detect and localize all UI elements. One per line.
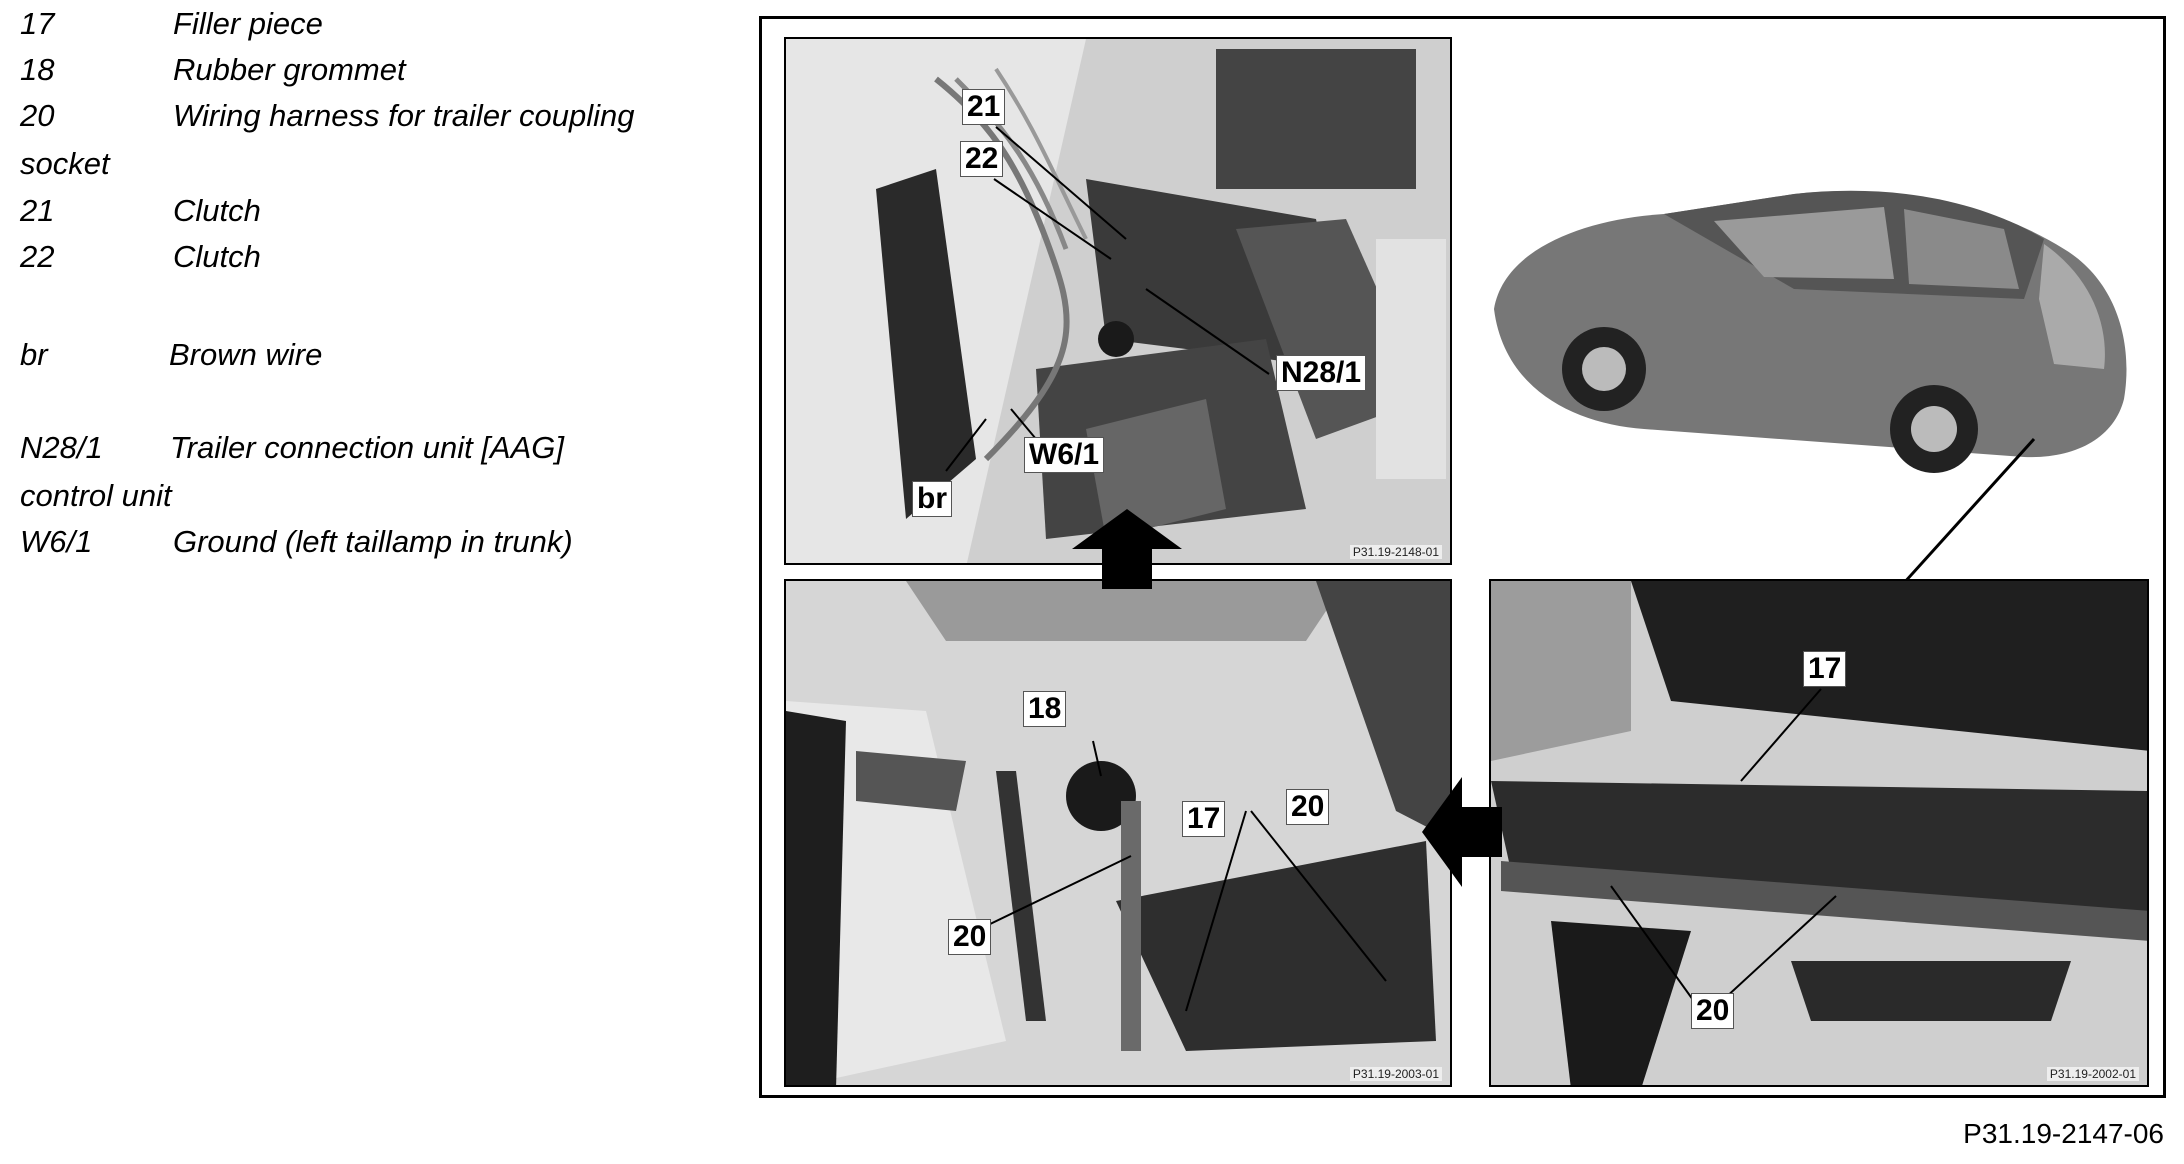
callout-20: 20 [1286, 789, 1330, 825]
callout-br: br [912, 481, 952, 517]
trunk-photo [1491, 581, 2147, 1085]
arrow-up-icon [1072, 509, 1182, 589]
panel-reference: P31.19-2002-01 [2046, 1067, 2139, 1081]
callout-21: 21 [962, 89, 1006, 125]
callout-18: 18 [1023, 691, 1067, 727]
callout-20: 20 [1691, 993, 1735, 1029]
vehicle-illustration [1494, 190, 2127, 596]
callout-n28-1: N28/1 [1276, 355, 1367, 391]
callout-17: 17 [1803, 651, 1847, 687]
photo-panel-rear-left: 18 17 20 20 P31.19-2003-01 [784, 579, 1452, 1087]
photo-panel-trunk: 17 20 P31.19-2002-01 [1489, 579, 2149, 1087]
photo-panel-control-unit: 21 22 N28/1 W6/1 br P31.19-2148-01 [784, 37, 1452, 565]
panel-reference: P31.19-2003-01 [1349, 1067, 1442, 1081]
figure-number: P31.19-2147-06 [1963, 1118, 2164, 1149]
figure-frame: 21 22 N28/1 W6/1 br P31.19-2148-01 [759, 16, 2166, 1098]
callout-22: 22 [960, 141, 1004, 177]
callout-20: 20 [948, 919, 992, 955]
panel-reference: P31.19-2148-01 [1349, 545, 1442, 559]
callout-w6-1: W6/1 [1024, 437, 1105, 473]
callout-17: 17 [1182, 801, 1226, 837]
control-unit-photo [786, 39, 1450, 563]
arrow-left-icon [1422, 777, 1502, 887]
rear-left-photo [786, 581, 1450, 1085]
